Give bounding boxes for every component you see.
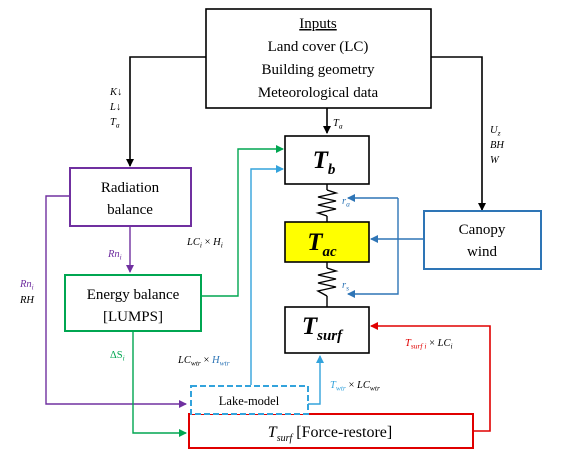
radiation-line-1: Radiation [101,180,160,196]
label-tsurf-lc: Tsurf i × LCi [405,338,453,351]
label-twtr-lcwtr: Twtr × LCwtr [330,380,380,393]
label-rn-energy: Rni [107,249,122,262]
edge-inputs-to-radiation [126,56,206,167]
rs-resistor [316,267,339,297]
label-rs: rs [342,280,349,293]
edge-inputs-to-canopy [431,56,486,211]
lake-box [190,385,309,415]
canopy-line-1: Canopy [459,222,506,238]
inputs-box [205,8,432,109]
edge-energy-to-forcerestore [132,331,187,437]
label-w: W [490,155,500,166]
label-l-down: L↓ [109,102,121,113]
label-ta-left: Ta [110,117,120,130]
canopy-line-2: wind [467,244,498,260]
edge-lake-to-tsurf [308,355,324,405]
tsurf-box [284,306,370,354]
label-lc-h: LCi × Hi [186,237,223,250]
lake-label: Lake-model [219,394,280,408]
energy-line-2: [LUMPS] [103,309,163,325]
edge-energy-to-tb [201,145,284,297]
inputs-line-2: Building geometry [262,62,375,78]
edge-radiation-to-lake [45,195,187,408]
tb-box [284,135,370,185]
label-ta-mid: Ta [333,118,343,131]
edge-lake-to-tb [250,165,284,385]
forcerestore-box [188,413,474,449]
forcerestore-label: Tsurf [Force-restore] [268,424,392,444]
energy-line-1: Energy balance [87,287,180,303]
radiation-line-2: balance [107,202,153,218]
label-delta-s: ΔSi [110,350,125,363]
label-ra: ra [342,196,350,209]
edge-forcerestore-to-tsurf [370,322,491,432]
label-rh: RH [19,295,35,306]
tb-label: Tb [313,147,336,178]
edge-canopy-to-rs [347,198,399,298]
inputs-title: Inputs [299,16,337,32]
energy-box [64,274,202,332]
label-k-down: K↓ [109,87,122,98]
label-rn-lake: Rni [19,279,34,292]
inputs-line-1: Land cover (LC) [268,39,369,55]
tac-label: Tac [307,229,337,260]
label-uz: Uz [490,125,501,138]
canopy-box [423,210,542,270]
label-bh: BH [490,140,505,151]
tsurf-label: Tsurf [302,313,344,344]
label-lcwtr-hwtr: LCwtr × Hwtr [177,355,230,368]
inputs-line-3: Meteorological data [258,85,379,101]
tac-box [284,221,370,263]
ra-resistor [315,189,339,217]
radiation-box [69,167,192,227]
